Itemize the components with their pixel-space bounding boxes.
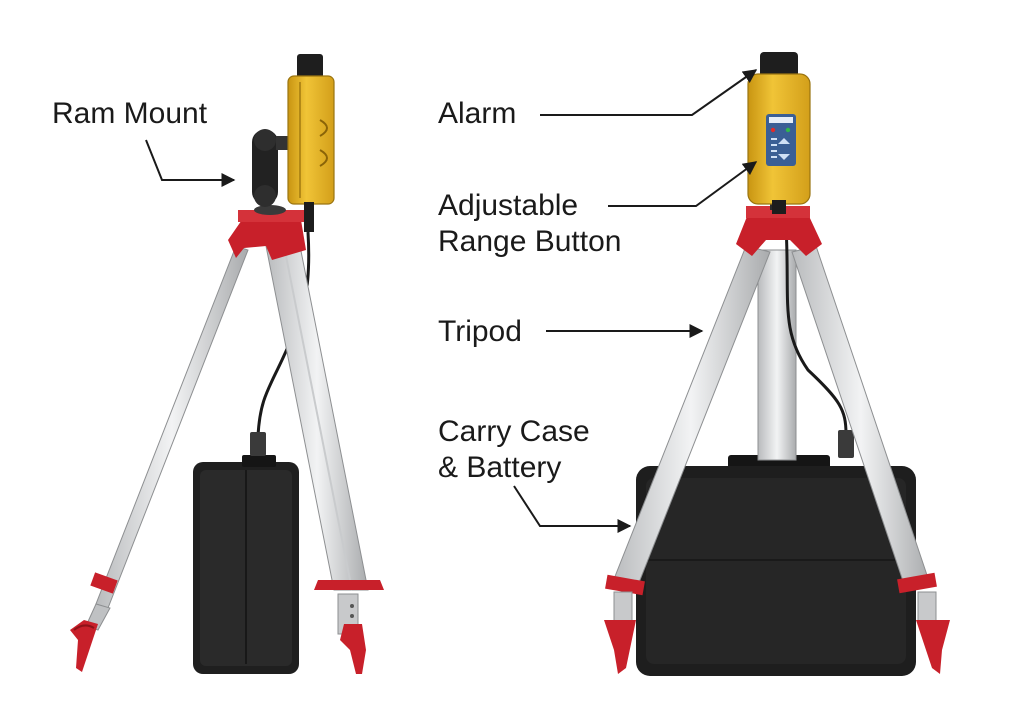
left-tripod-assembly bbox=[70, 54, 384, 674]
tripod-label: Tripod bbox=[438, 315, 522, 348]
left-connector bbox=[250, 432, 266, 456]
ram-mount-arm bbox=[252, 129, 290, 207]
left-tripod-leg-front bbox=[70, 245, 249, 672]
left-carry-case bbox=[193, 455, 299, 674]
right-tripod-leg-right bbox=[791, 245, 950, 674]
left-tripod-leg-rear bbox=[265, 245, 384, 674]
carry-case-label-line1: Carry Case bbox=[438, 415, 590, 448]
adjustable-range-label-line1: Adjustable bbox=[438, 189, 579, 222]
right-carry-case bbox=[636, 455, 916, 676]
adjustable-range-label-line2: Range Button bbox=[438, 225, 622, 258]
right-tripod-assembly bbox=[604, 52, 950, 676]
adjustable-range-arrow bbox=[608, 161, 758, 207]
left-tripod-head bbox=[228, 205, 306, 260]
right-tripod-leg-left bbox=[604, 245, 771, 674]
carry-case-battery-label: Carry Case & Battery bbox=[438, 414, 590, 486]
right-cable bbox=[784, 225, 848, 435]
right-connector bbox=[838, 430, 854, 458]
left-alarm-device bbox=[287, 54, 335, 232]
ram-mount-label: Ram Mount bbox=[52, 97, 208, 130]
left-cable bbox=[256, 231, 311, 437]
ram-mount-arrow bbox=[145, 139, 236, 187]
right-center-column bbox=[757, 249, 797, 461]
alarm-arrow bbox=[540, 69, 758, 116]
right-alarm-device bbox=[747, 52, 811, 214]
carry-case-label-line2: & Battery bbox=[438, 451, 562, 484]
adjustable-range-button-label: Adjustable Range Button bbox=[438, 188, 621, 260]
alarm-label: Alarm bbox=[438, 97, 517, 130]
carry-case-arrow bbox=[513, 485, 632, 533]
